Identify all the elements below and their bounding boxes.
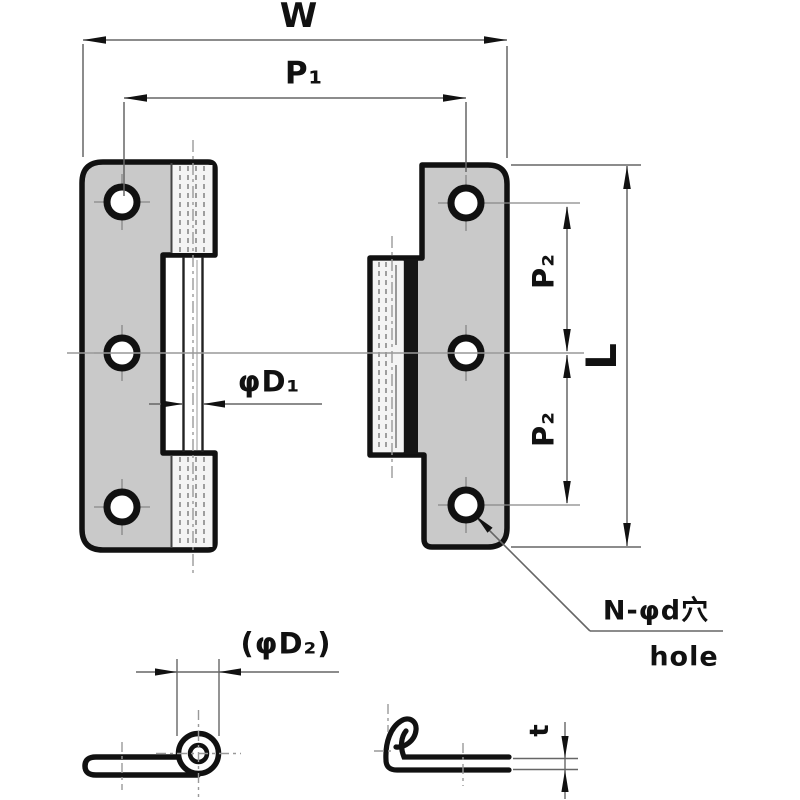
dim-label-P2-upper: P₂ <box>526 253 561 289</box>
dim-label-thickness: t <box>525 723 555 737</box>
side-view-curl <box>82 659 339 797</box>
hook-centerlines <box>374 704 464 786</box>
right-knuckle <box>372 260 403 453</box>
dim-thickness <box>513 722 578 799</box>
dim-label-L: L <box>577 342 626 370</box>
screw-hole <box>447 184 485 222</box>
dim-label-W: W <box>279 0 319 36</box>
dim-P2-upper <box>563 206 571 352</box>
hole-callout-jp: N-φd穴 <box>602 595 710 627</box>
hook-leaf-bottom <box>383 716 512 773</box>
dim-label-phiD2: (φD₂) <box>240 626 332 661</box>
right-knuckle-hatch <box>378 262 387 451</box>
side-view-hook <box>374 704 578 799</box>
hole-callout-en: hole <box>649 641 719 673</box>
screw-hole <box>447 486 485 524</box>
dim-label-phiD1: φD₁ <box>237 364 301 399</box>
dim-phiD1 <box>149 400 322 408</box>
dim-P2-lower <box>563 355 571 504</box>
dim-label-P2-lower: P₂ <box>526 411 561 447</box>
left-knuckle-bottom <box>171 456 213 547</box>
dim-label-P1: P₁ <box>284 55 324 92</box>
left-leaf-outline <box>79 159 218 553</box>
right-knuckle-rolled-edge <box>404 259 418 454</box>
left-leaf <box>79 140 218 576</box>
screw-hole <box>103 183 141 221</box>
screw-hole <box>103 488 141 526</box>
dim-P1 <box>123 94 467 196</box>
dim-W <box>82 36 508 158</box>
right-leaf <box>367 162 580 550</box>
curl-centerlines <box>121 710 241 797</box>
hole-callout-leader <box>476 516 723 632</box>
left-leaf-holes <box>94 174 150 535</box>
left-knuckle-top <box>171 165 213 253</box>
left-knuckle-bottom-hatch <box>179 457 205 546</box>
curl-leaf-plate <box>82 754 201 778</box>
hinge-pin <box>182 257 204 452</box>
dim-L <box>511 164 641 548</box>
hook-leaf-top <box>398 728 512 760</box>
